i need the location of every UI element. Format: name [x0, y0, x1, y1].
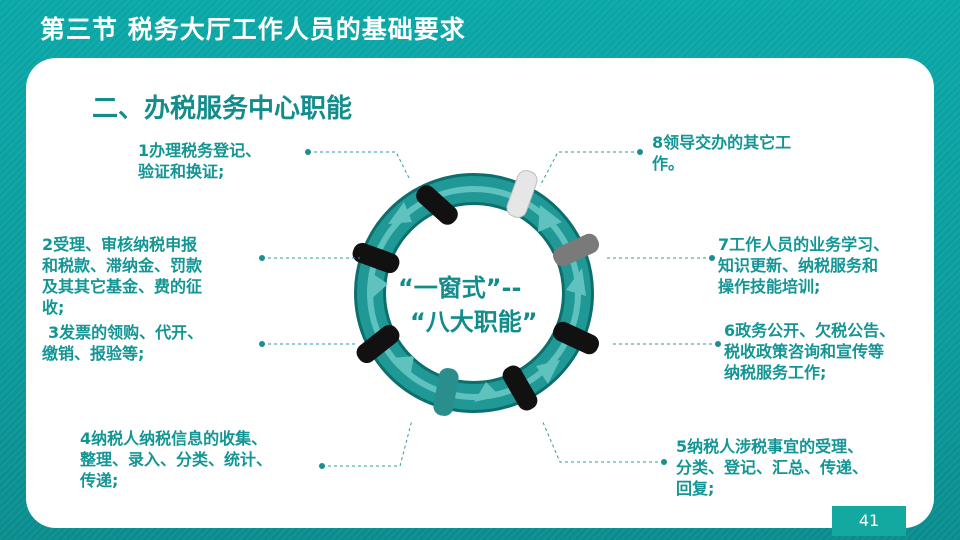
item-2-line-4: 收;	[42, 298, 65, 317]
center-label-line-2: “八大职能”	[410, 308, 538, 336]
item-1-line-2: 验证和换证;	[138, 162, 225, 181]
clip-8	[506, 170, 538, 218]
arrow-head	[566, 268, 586, 296]
clip-7	[552, 233, 600, 267]
item-1: 1办理税务登记、 验证和换证;	[138, 140, 261, 182]
arrow-head	[370, 272, 388, 300]
connector-dot	[709, 255, 715, 261]
connector-dot	[637, 149, 643, 155]
item-3: 3发票的领购、代开、 缴销、报验等;	[42, 322, 204, 364]
item-2-line-2: 和税款、滞纳金、罚款	[42, 256, 203, 275]
arrow-head	[474, 382, 500, 402]
item-5-line-2: 分类、登记、汇总、传递、	[676, 458, 869, 477]
page-number: 41	[832, 506, 906, 536]
clip-3	[356, 324, 400, 364]
item-5-line-1: 5纳税人涉税事宜的受理、	[676, 437, 864, 456]
arrow-head	[388, 202, 412, 224]
item-4-line-1: 4纳税人纳税信息的收集、	[80, 429, 268, 448]
item-4-line-3: 传递;	[80, 471, 119, 490]
clip-6	[552, 321, 600, 355]
clip-1	[416, 185, 458, 225]
item-5: 5纳税人涉税事宜的受理、 分类、登记、汇总、传递、 回复;	[676, 436, 868, 499]
item-7: 7工作人员的业务学习、 知识更新、纳税服务和 操作技能培训;	[718, 234, 889, 297]
connector-dot	[259, 341, 265, 347]
connector-5	[541, 419, 664, 463]
item-4-line-2: 整理、录入、分类、统计、	[80, 450, 273, 469]
connector-dot	[319, 463, 325, 469]
item-2-line-1: 2受理、审核纳税申报	[42, 235, 198, 254]
item-4: 4纳税人纳税信息的收集、 整理、录入、分类、统计、 传递;	[80, 428, 272, 491]
connector-8	[539, 151, 640, 187]
clip-2	[352, 242, 400, 274]
connector-dot	[715, 341, 721, 347]
item-7-line-2: 知识更新、纳税服务和	[718, 256, 879, 275]
connector-4	[322, 419, 413, 467]
clip-5	[502, 365, 538, 411]
connector-1	[308, 151, 411, 181]
arrow-head	[536, 360, 560, 384]
item-3-line-1: 3发票的领购、代开、	[48, 323, 204, 342]
item-5-line-3: 回复;	[676, 479, 715, 498]
item-8: 8领导交办的其它工 作。	[652, 132, 791, 174]
item-8-line-2: 作。	[652, 154, 685, 173]
item-6-line-1: 6政务公开、欠税公告、	[724, 321, 896, 340]
arrow-head	[538, 205, 562, 232]
item-1-line-1: 1办理税务登记、	[138, 141, 262, 160]
connectors	[262, 151, 718, 467]
content-panel	[26, 58, 934, 528]
section-subtitle: 二、办税服务中心职能	[92, 94, 353, 124]
item-3-line-2: 缴销、报验等;	[42, 344, 145, 363]
item-7-line-3: 操作技能培训;	[718, 277, 821, 296]
clip-4	[433, 368, 459, 416]
connector-dot	[305, 149, 311, 155]
slide-title: 第三节 税务大厅工作人员的基础要求	[40, 15, 466, 44]
item-2: 2受理、审核纳税申报 和税款、滞纳金、罚款 及其其它基金、费的征 收;	[42, 234, 202, 318]
center-label-line-1: “一窗式”--	[398, 274, 522, 302]
arrow-head	[392, 356, 414, 378]
connector-dot	[259, 255, 265, 261]
item-6-line-3: 纳税服务工作;	[724, 363, 827, 382]
connector-dots	[259, 149, 721, 469]
item-6: 6政务公开、欠税公告、 税收政策咨询和宣传等 纳税服务工作;	[724, 320, 895, 383]
item-8-line-1: 8领导交办的其它工	[652, 133, 792, 152]
item-2-line-3: 及其其它基金、费的征	[42, 277, 203, 296]
connector-dot	[661, 459, 667, 465]
item-6-line-2: 税收政策咨询和宣传等	[724, 342, 885, 361]
item-7-line-1: 7工作人员的业务学习、	[718, 235, 890, 254]
